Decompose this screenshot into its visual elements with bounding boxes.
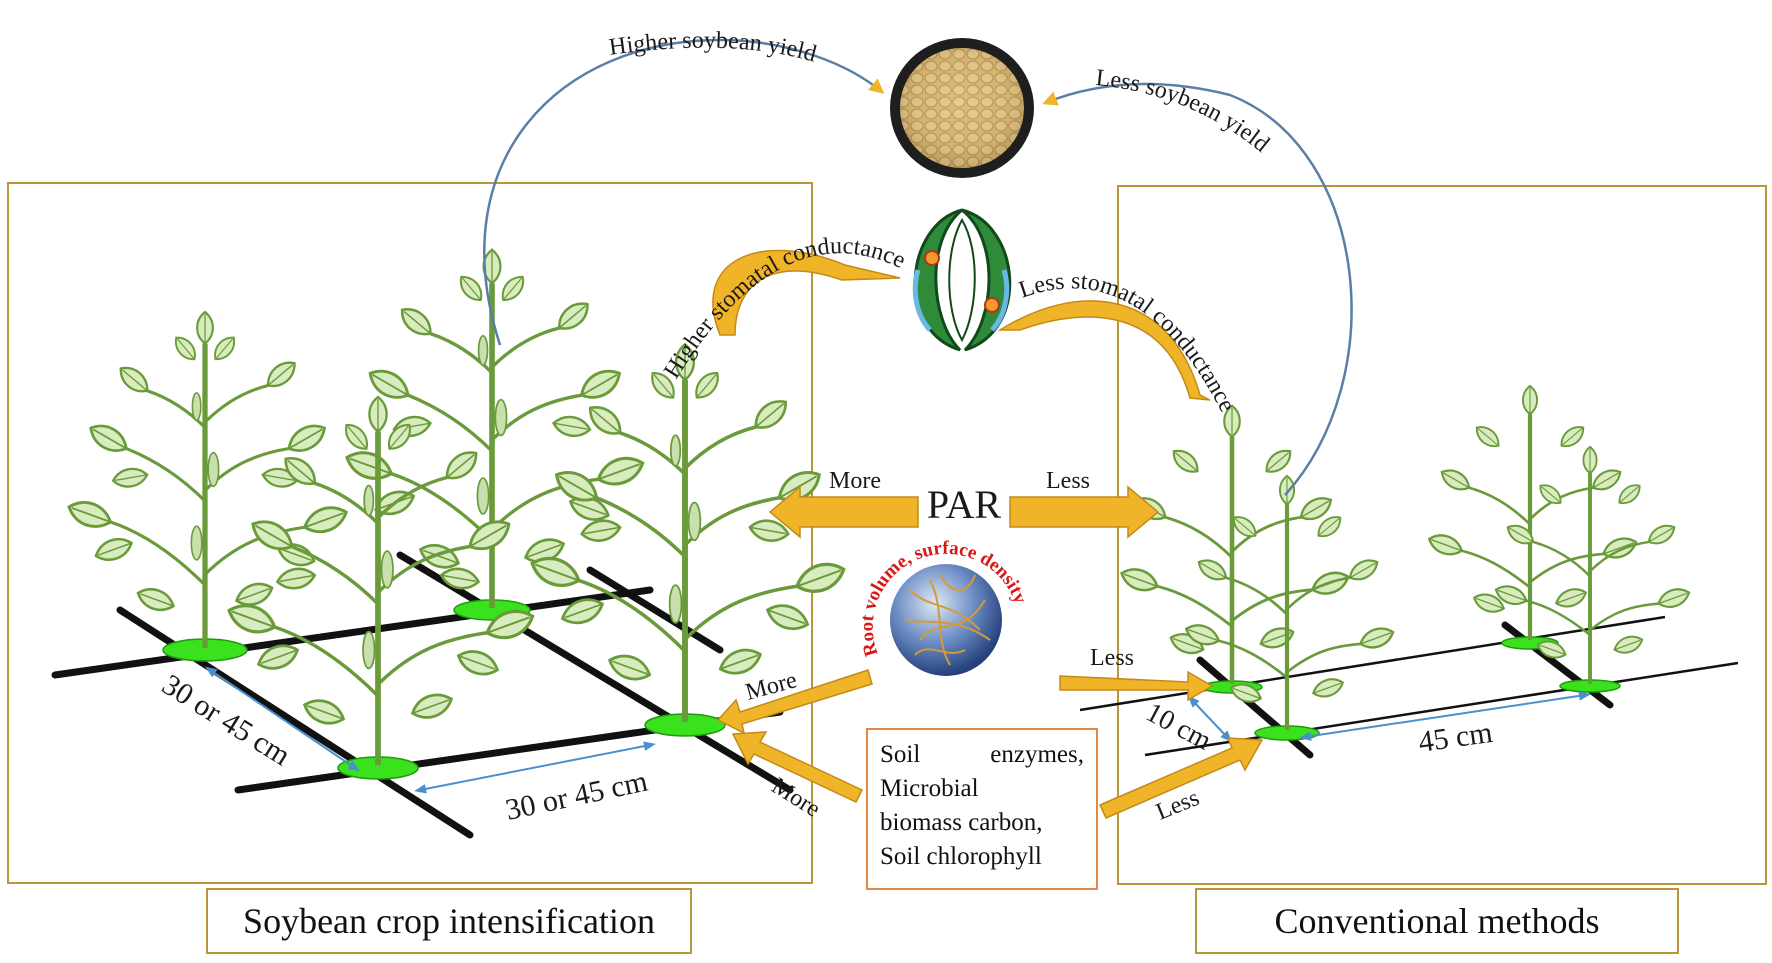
higher-yield-curve [483, 38, 885, 346]
right-spacing-dim-arrow-col [1299, 691, 1591, 741]
par-label: PAR [927, 482, 1001, 527]
soybean-bowl-icon [890, 38, 1034, 178]
less-stomata-arrow [997, 300, 1211, 401]
right-panel-title: Conventional methods [1195, 888, 1679, 954]
root-globe-icon [890, 564, 1002, 676]
soybean-plant-icon [1118, 406, 1351, 684]
svg-text:Less stomatal conductance: Less stomatal conductance [1016, 268, 1240, 416]
par-less-arrow [1009, 485, 1160, 539]
soil-less-arrow [1098, 737, 1264, 819]
soil-line: biomass carbon, [880, 809, 1043, 836]
less-yield-label: Less soybean yield [1094, 65, 1274, 158]
left-panel-title: Soybean crop intensification [206, 888, 692, 954]
svg-text:Root volume, surface density,: Root volume, surface density, and nodule… [0, 0, 1031, 659]
par-less-label: Less [1046, 468, 1090, 494]
svg-text:Higher stomatal conductance: Higher stomatal conductance [659, 233, 909, 383]
svg-text:Less soybean yield: Less soybean yield [1094, 65, 1274, 158]
stomata-icon [912, 208, 1012, 352]
root-more-arrow [716, 669, 873, 735]
left-panel-frame [7, 182, 813, 884]
right-soybean-plants [1118, 386, 1691, 730]
left-spacing-dim-arrow-a [205, 666, 360, 772]
soil-line: Soil chlorophyll [880, 843, 1042, 870]
soil-properties-box: Soil enzymes, Microbial biomass carbon, … [866, 728, 1098, 890]
right-spacing-label-row: 10 cm [1141, 697, 1217, 757]
par-more-label: More [829, 468, 881, 494]
less-yield-curve [1042, 82, 1353, 496]
higher-stomata-label: Higher stomatal conductance [659, 233, 909, 383]
higher-stomata-arrow [712, 249, 901, 336]
soil-more-arrow [731, 731, 864, 803]
par-more-arrow [768, 485, 919, 539]
soil-line: Microbial [880, 775, 979, 802]
left-spacing-label-b: 30 or 45 cm [503, 765, 651, 827]
root-less-arrow [1059, 670, 1214, 702]
right-panel-frame [1117, 185, 1767, 885]
right-spacing-label-col: 45 cm [1416, 716, 1494, 759]
left-spacing-dim-arrow-b [414, 741, 656, 794]
root-less-label: Less [1090, 645, 1134, 671]
left-spacing-label-a: 30 or 45 cm [156, 668, 296, 772]
higher-yield-label: Higher soybean yield [608, 28, 820, 68]
svg-text:Higher soybean yield: Higher soybean yield [608, 28, 820, 68]
less-stomata-label: Less stomatal conductance [1016, 268, 1240, 416]
right-spacing-dim-arrow-row [1187, 695, 1233, 743]
left-plant-hills [162, 599, 726, 780]
soil-line: Soil enzymes, [880, 741, 1084, 768]
root-traits-label: Root volume, surface density, and nodule… [0, 0, 1031, 659]
